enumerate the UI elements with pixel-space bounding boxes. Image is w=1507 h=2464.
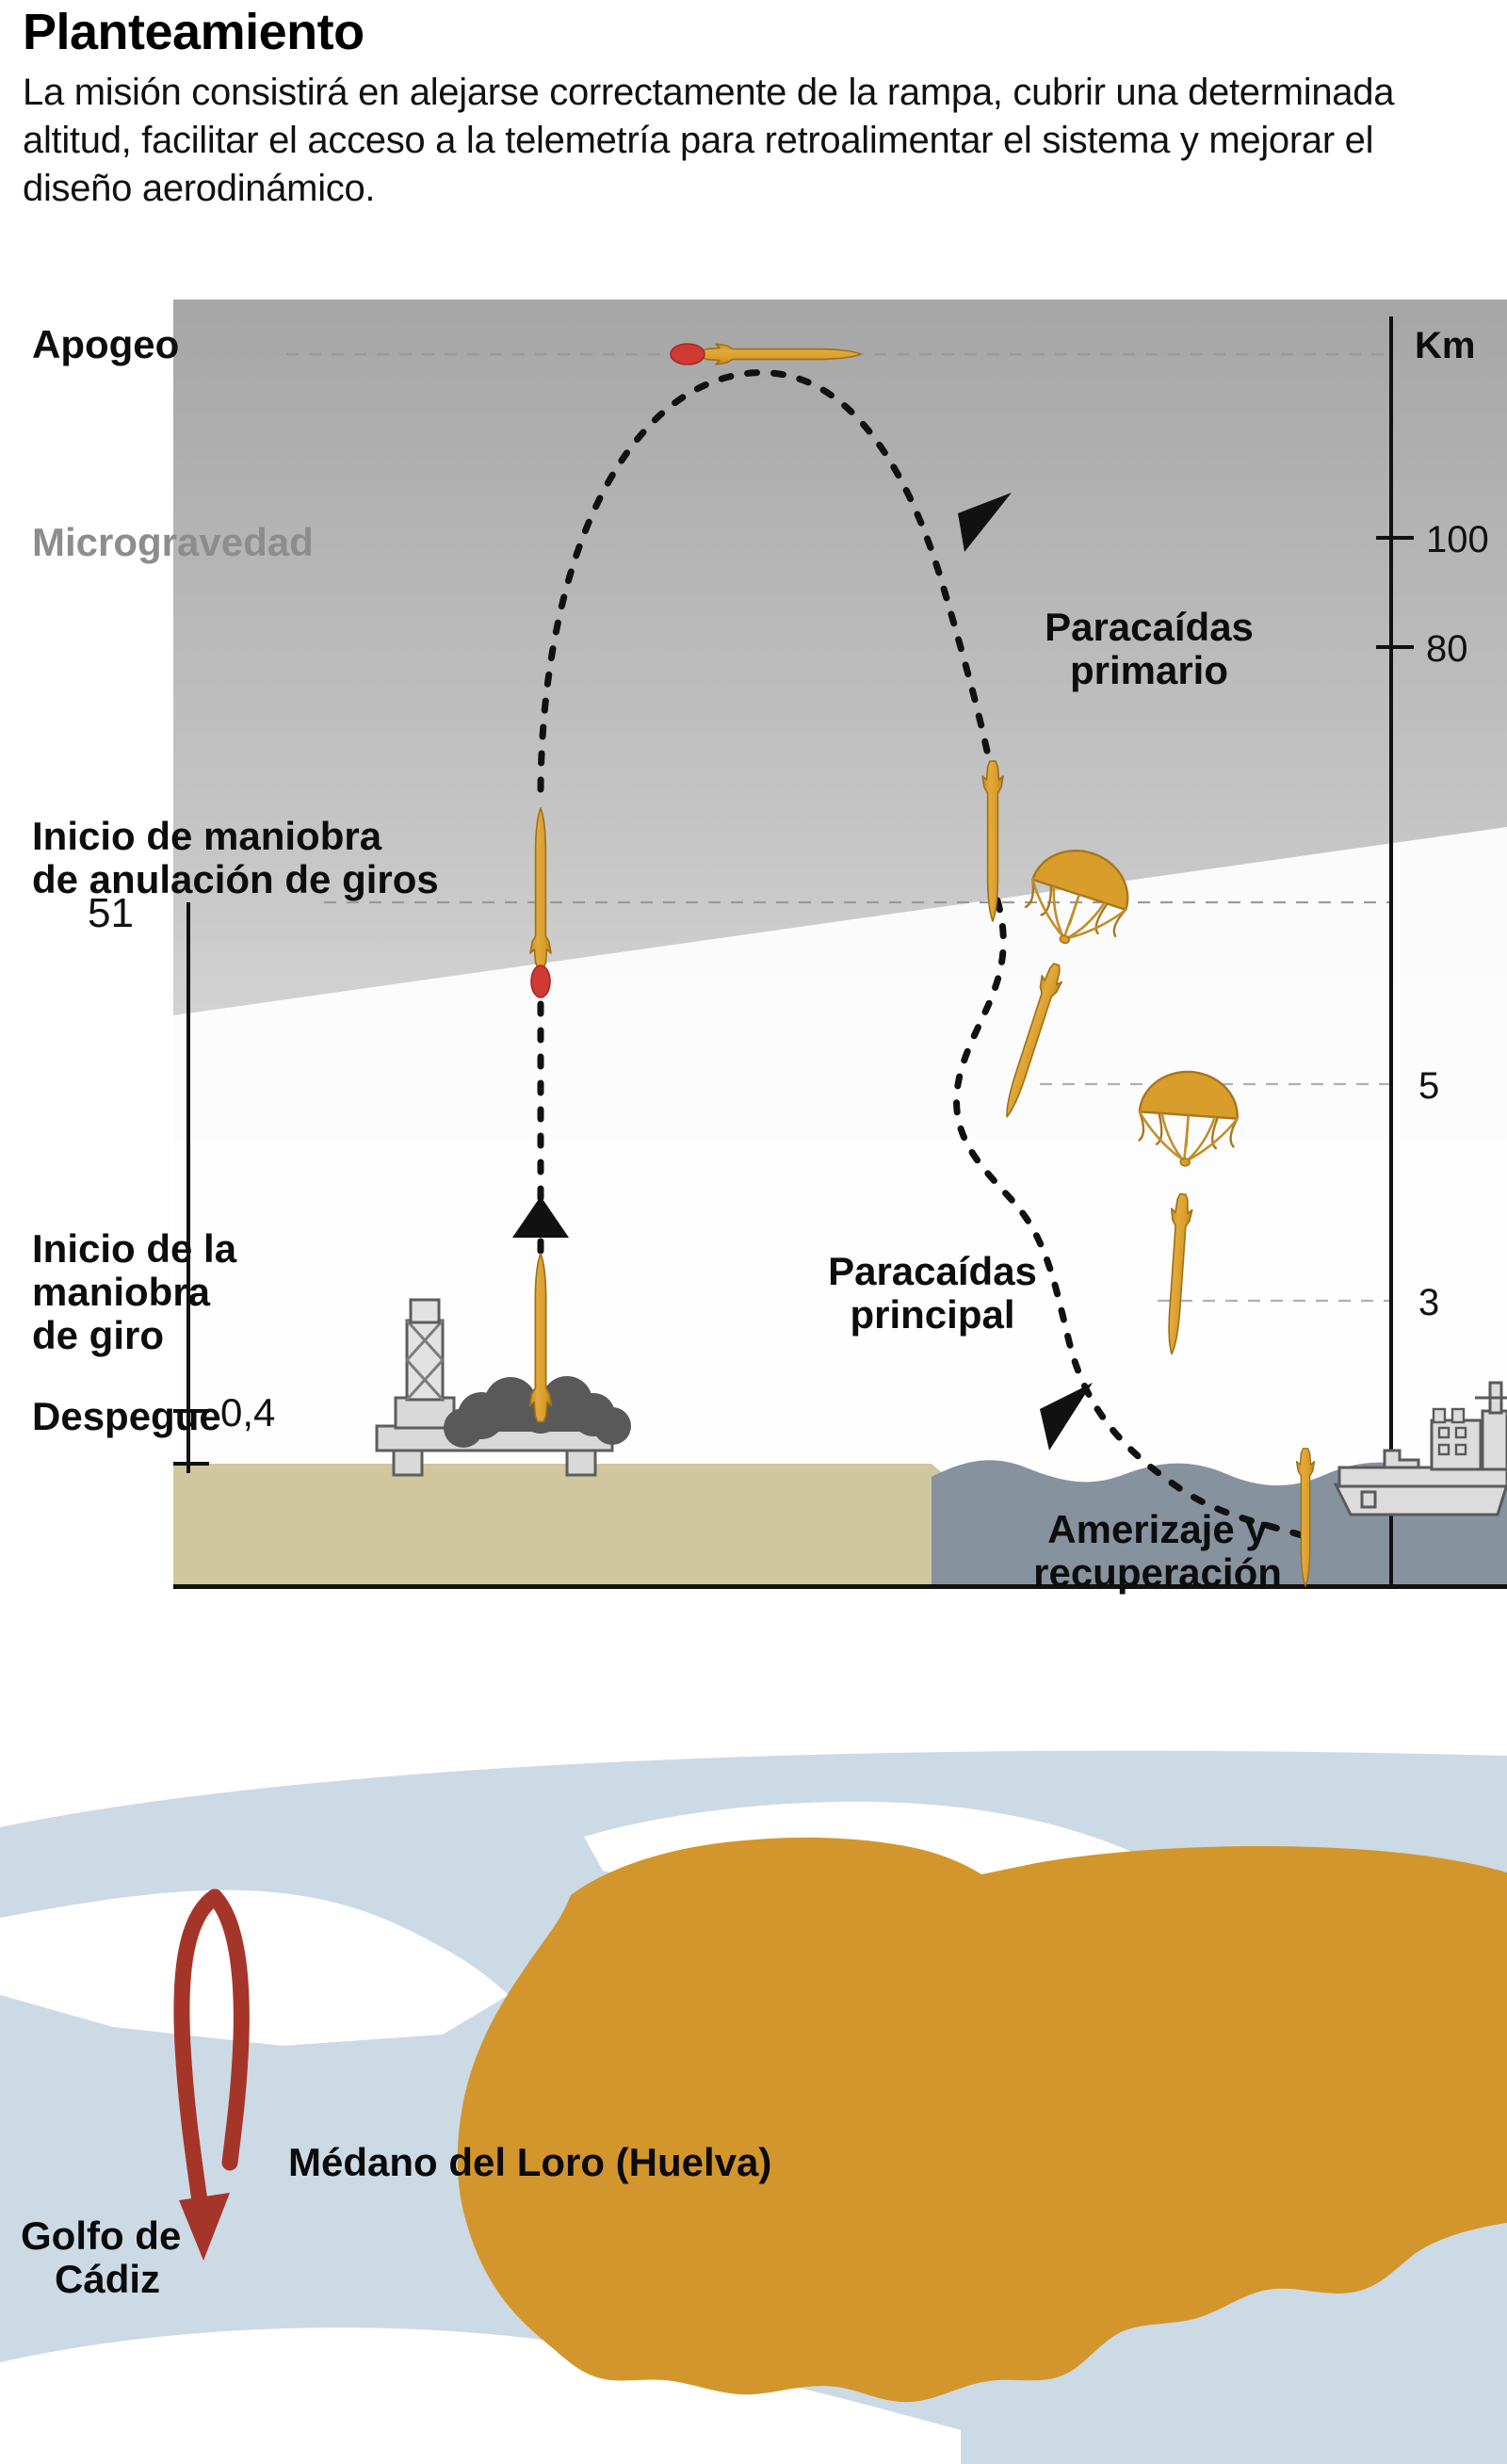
svg-text:Golfo de: Golfo de bbox=[21, 2213, 181, 2258]
apogee-arc-path bbox=[537, 369, 998, 793]
label-spin-cancel: Inicio de maniobra de anulación de giros bbox=[32, 814, 439, 901]
map-land-detail bbox=[525, 2015, 630, 2098]
label-apogee: Apogeo bbox=[32, 322, 179, 366]
map-trajectory-arrow bbox=[173, 1889, 250, 2261]
label-splashdown: Amerizaje y recuperación bbox=[1033, 1507, 1282, 1595]
trajectory-diagram: Km 100 80 5 3 51 0,4 bbox=[13, 300, 1507, 1648]
map-arrow-head bbox=[179, 2193, 230, 2261]
rocket-spin-cancel bbox=[529, 807, 552, 998]
svg-text:Inicio de maniobra: Inicio de maniobra bbox=[32, 814, 382, 858]
location-map: Médano del Loro (Huelva) Golfo de Cádiz bbox=[0, 1695, 1507, 2464]
axis-tick-80-label: 80 bbox=[1426, 628, 1468, 670]
svg-text:maniobra: maniobra bbox=[32, 1270, 211, 1314]
map-white-coast-bottom bbox=[0, 2327, 961, 2464]
launch-smoke bbox=[444, 1376, 631, 1448]
ground-sand bbox=[173, 1464, 1002, 1588]
label-liftoff: Despegue bbox=[32, 1394, 221, 1438]
svg-text:Amerizaje y: Amerizaje y bbox=[1047, 1507, 1268, 1551]
svg-text:primario: primario bbox=[1070, 648, 1228, 692]
label-main-chute: Paracaídas principal bbox=[828, 1249, 1037, 1337]
axis-tick-100-label: 100 bbox=[1426, 519, 1489, 560]
launch-pad bbox=[375, 1298, 614, 1477]
svg-text:Paracaídas: Paracaídas bbox=[828, 1249, 1037, 1293]
axis-unit-label: Km bbox=[1415, 325, 1475, 366]
page-subtitle: La misión consistirá en alejarse correct… bbox=[23, 71, 1395, 210]
recovery-ship bbox=[1333, 1381, 1507, 1516]
svg-text:de giro: de giro bbox=[32, 1313, 164, 1357]
map-white-coast-left bbox=[0, 1889, 509, 2046]
map-land bbox=[457, 1837, 1507, 2403]
page-title: Planteamiento bbox=[23, 4, 365, 60]
ascent-direction-arrow bbox=[512, 1196, 569, 1238]
svg-text:recuperación: recuperación bbox=[1033, 1550, 1282, 1595]
axis-tick-3: 3 bbox=[1418, 1282, 1439, 1323]
axis-tick-100: 100 bbox=[1376, 519, 1489, 560]
left-tick-51-label: 51 bbox=[88, 890, 134, 936]
axis-tick-3-label: 3 bbox=[1418, 1282, 1439, 1323]
gantry-tower bbox=[405, 1298, 445, 1402]
axis-tick-80: 80 bbox=[1376, 628, 1468, 670]
left-tick-04-label: 0,4 bbox=[220, 1390, 275, 1435]
map-label-site: Médano del Loro (Huelva) bbox=[288, 2140, 771, 2184]
label-spin-start: Inicio de la maniobra de giro bbox=[32, 1226, 237, 1357]
svg-text:principal: principal bbox=[850, 1292, 1014, 1337]
svg-text:Inicio de la: Inicio de la bbox=[32, 1226, 237, 1271]
label-drogue-chute: Paracaídas primario bbox=[1045, 605, 1254, 692]
svg-text:de anulación de giros: de anulación de giros bbox=[32, 857, 439, 901]
map-label-gulf: Golfo de Cádiz bbox=[21, 2213, 181, 2301]
diagram-bottom-rule bbox=[173, 1584, 1507, 1589]
map-water-bottom-right bbox=[961, 2378, 1507, 2464]
left-tick-04: 0,4 bbox=[173, 1390, 275, 1435]
svg-text:Paracaídas: Paracaídas bbox=[1045, 605, 1254, 649]
splashdown-direction-arrow bbox=[1040, 1383, 1093, 1451]
axis-tick-5: 5 bbox=[1418, 1065, 1439, 1107]
capsule-icon-apogee bbox=[670, 343, 705, 365]
descent-dotted-path bbox=[953, 897, 1305, 1539]
descent-direction-arrow bbox=[958, 493, 1012, 552]
capsule-icon bbox=[530, 965, 551, 998]
rocket-at-apogee bbox=[670, 343, 862, 365]
axis-tick-5-label: 5 bbox=[1418, 1065, 1439, 1107]
label-microgravity: Microgravedad bbox=[32, 520, 314, 564]
svg-text:Cádiz: Cádiz bbox=[55, 2257, 160, 2301]
header: Planteamiento La misión consistirá en al… bbox=[0, 0, 1507, 213]
